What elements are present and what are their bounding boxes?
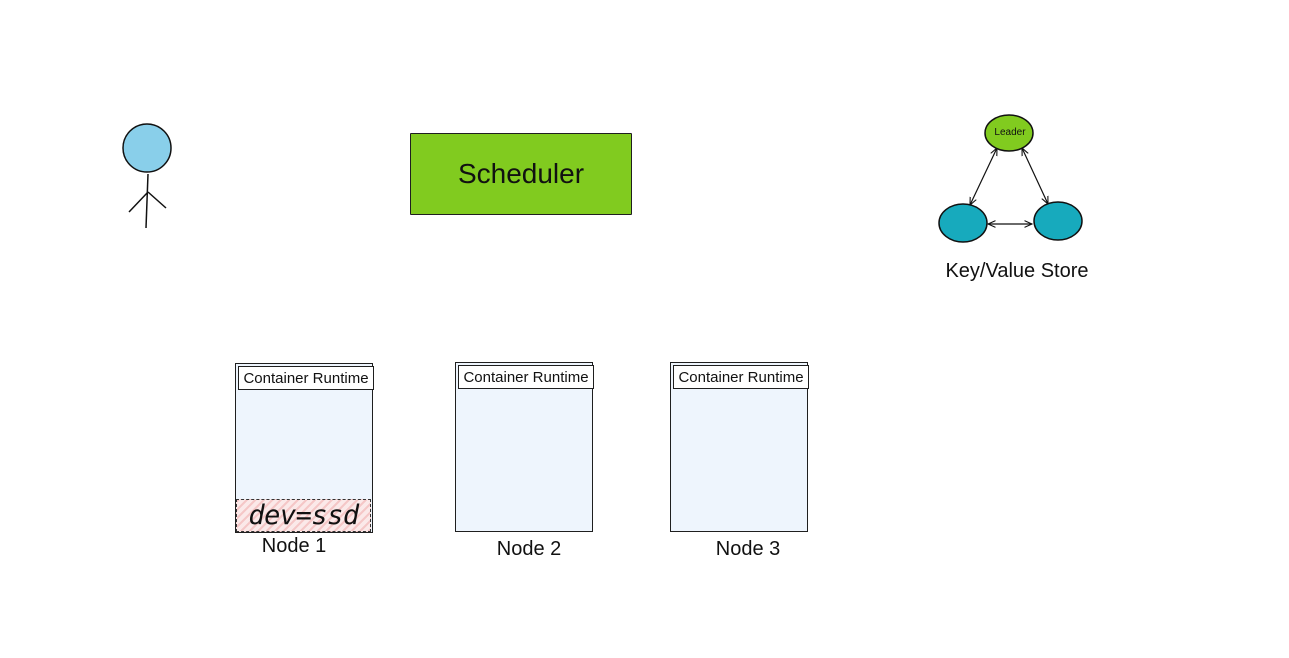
node-label-tag: dev=ssd [236,499,371,532]
node-3-label: Node 3 [715,538,781,560]
user-body [145,173,149,229]
scheduler-label: Scheduler [457,158,585,189]
follower-node-right [1033,201,1083,241]
node-2: Container Runtime [455,362,594,532]
kv-store-cluster: Leader [938,114,1083,243]
node-1: Container Runtime dev=ssd [235,363,374,533]
node-3: Container Runtime [670,362,809,532]
user-icon [122,123,172,229]
kv-store-label: Key/Value Store [945,260,1089,282]
follower-node-left [938,203,988,243]
container-runtime-3: Container Runtime [673,365,809,389]
node-1-label: Node 1 [261,535,327,557]
user-right-leg [147,191,167,209]
leader-node [984,114,1034,152]
user-left-leg [128,191,149,213]
scheduler-box: Scheduler [410,133,632,215]
container-runtime-2: Container Runtime [458,365,594,389]
container-runtime-1: Container Runtime [238,366,374,390]
user-head [122,123,172,173]
leader-to-right-arrow [1022,148,1048,204]
leader-label: Leader [994,127,1026,138]
node-2-label: Node 2 [496,538,562,560]
leader-to-left-arrow [970,148,997,205]
